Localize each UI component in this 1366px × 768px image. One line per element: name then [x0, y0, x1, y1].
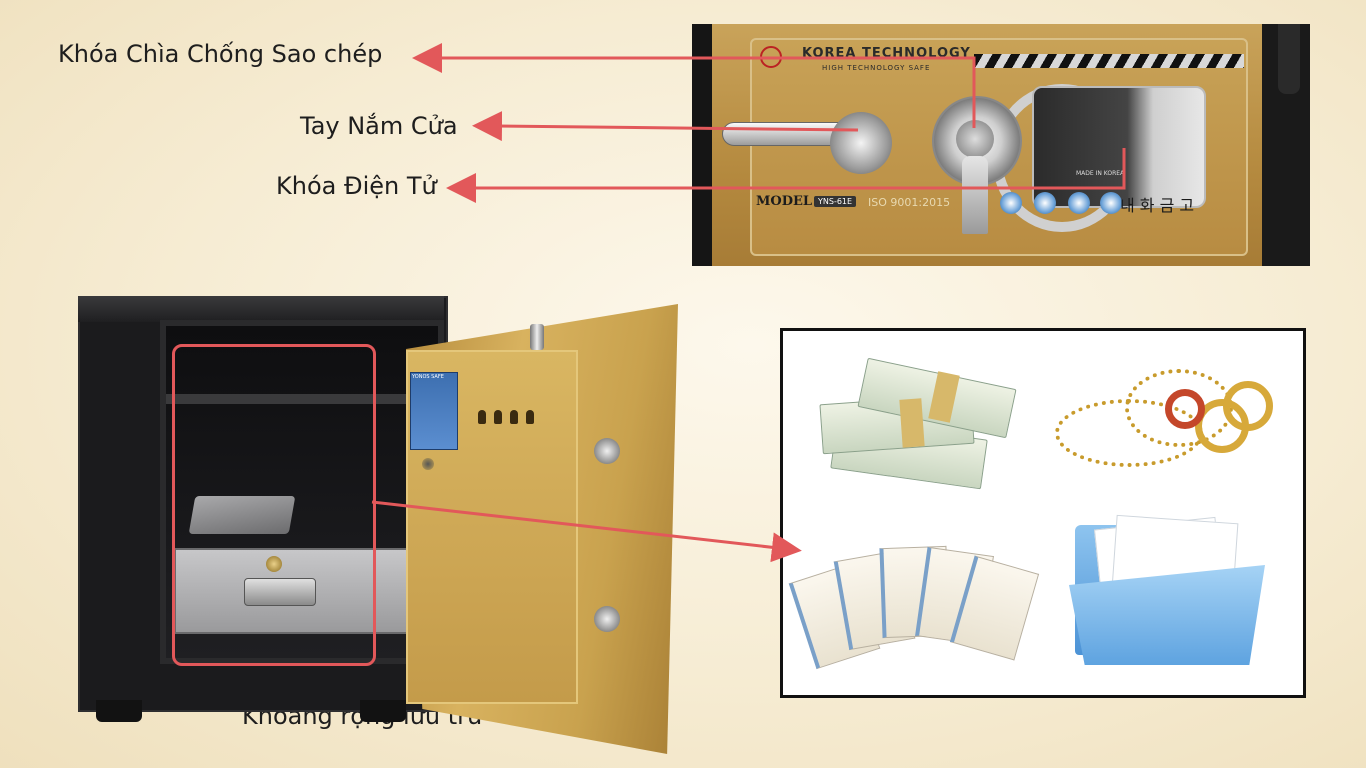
certification-badge-icon: [1000, 192, 1022, 214]
made-in-text: MADE IN KOREA: [1076, 170, 1125, 177]
door-handle-label: Tay Nắm Cửa: [300, 112, 458, 140]
electronic-lock-label: Khóa Điện Tử: [276, 172, 437, 200]
key-lock-arrow: [412, 43, 976, 128]
panel-frame-left: [692, 24, 712, 266]
keys-icon: [962, 156, 988, 234]
anti-copy-key-lock-label: Khóa Chìa Chống Sao chép: [58, 40, 383, 68]
drawer-lock-icon: [266, 556, 282, 572]
safe-top: [78, 296, 444, 322]
bolt-slot: [478, 410, 486, 424]
model-number: YNS-61E: [814, 196, 857, 207]
bolt-slot: [510, 410, 518, 424]
storage-arrow: [371, 500, 802, 563]
locking-bolt: [594, 438, 620, 464]
lock-panel-closeup-photo: KOREA TECHNOLOGY HIGH TECHNOLOGY SAFE MA…: [692, 24, 1310, 266]
model-label: MODEL: [756, 194, 813, 209]
iso-certification: ISO 9001:2015: [868, 196, 951, 209]
handle-arrow: [472, 111, 859, 142]
gemstone-ring: [1165, 389, 1205, 429]
gold-ring: [1223, 381, 1273, 431]
door-info-label: [410, 372, 458, 450]
open-safe-photo: YONOS SAFE: [60, 290, 700, 760]
gold-jewelry-icon: [1055, 359, 1275, 479]
door-handle-knob: [830, 112, 892, 174]
safe-shelf: [166, 394, 426, 404]
storage-highlight-frame: [172, 344, 376, 666]
decorative-stripe: [974, 54, 1244, 68]
certification-badge-icon: [1100, 192, 1122, 214]
door-hinge: [1278, 24, 1300, 94]
korean-inscription: 내 화 금 고: [1120, 196, 1195, 215]
safe-foot: [96, 700, 142, 722]
safe-foot: [360, 700, 406, 722]
door-label-brand: YONOS SAFE: [412, 374, 444, 380]
folder-front: [1069, 565, 1265, 665]
panel-brand-subtitle: HIGH TECHNOLOGY SAFE: [822, 64, 931, 72]
document-folder-icon: [1069, 514, 1269, 677]
electronic-lock-arrow: [446, 148, 1126, 203]
locking-bolt: [594, 606, 620, 632]
door-hinge-pin: [530, 324, 544, 350]
bolt-slot: [494, 410, 502, 424]
drawer-handle: [244, 578, 316, 606]
certification-badge-icon: [1034, 192, 1056, 214]
door-keyhole-icon: [422, 458, 434, 470]
certification-badge-icon: [1068, 192, 1090, 214]
bolt-slot: [526, 410, 534, 424]
valuables-panel: [780, 328, 1306, 698]
